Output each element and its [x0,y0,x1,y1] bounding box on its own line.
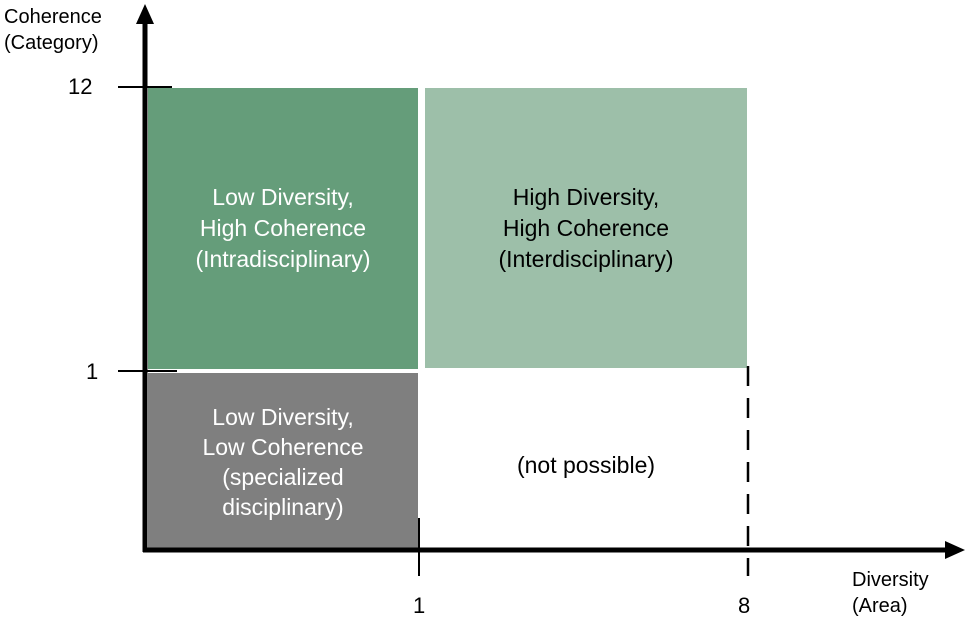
y-tick-label-1: 1 [86,359,99,384]
quadrant-top-right-label: High Diversity, High Coherence (Interdis… [425,88,747,368]
x-axis-title-line1: Diversity [852,569,929,591]
quadrant-bottom-left-label: Low Diversity, Low Coherence (specialize… [148,373,418,550]
quadrant-top-left-line: High Coherence [199,215,367,241]
x-axis-title: Diversity (Area) [852,567,929,619]
y-tick-label-12: 12 [68,74,93,99]
x-tick-label-1: 1 [413,593,426,618]
quadrant-bottom-left-line: (specialized [222,463,344,490]
quadrant-bottom-left-box [148,373,418,550]
quadrant-bottom-left-line: Low Coherence [202,433,364,460]
y-axis-title-line1: Coherence [4,6,102,28]
quadrant-top-left-line: Low Diversity, [212,184,354,210]
quadrant-top-left-box [148,88,418,369]
quadrant-bottom-right-line: (not possible) [516,451,656,478]
x-tick-label-8: 8 [738,593,751,618]
quadrant-top-left-line: (Intradisciplinary) [195,246,371,272]
y-axis-title: Coherence (Category) [4,4,102,56]
y-axis-arrowhead [136,4,154,24]
quadrant-top-right-line: High Diversity, [512,183,660,210]
x-axis-arrowhead [945,541,965,559]
quadrant-top-right-box [425,88,747,368]
quadrant-top-right-line: (Interdisciplinary) [498,245,674,272]
x-axis-title-line2: (Area) [852,595,908,617]
quadrant-top-right-line: High Coherence [502,214,670,241]
quadrant-top-left-label: Low Diversity, High Coherence (Intradisc… [148,88,418,369]
quadrant-bottom-left-line: Low Diversity, [212,403,354,430]
quadrant-bottom-right-label: (not possible) [425,380,747,550]
y-axis-title-line2: (Category) [4,32,99,54]
quadrant-bottom-left-line: disciplinary) [222,493,344,520]
